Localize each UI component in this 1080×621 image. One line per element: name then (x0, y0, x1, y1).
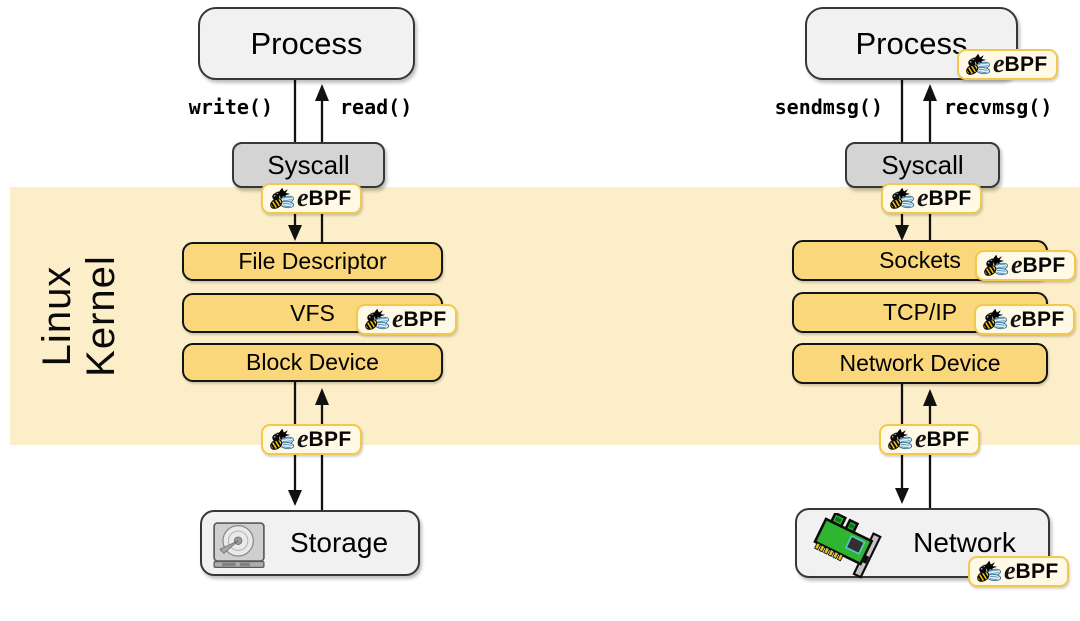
bee-icon (363, 308, 390, 332)
process-box-left: Process (198, 7, 415, 80)
ebpf-e: e (297, 182, 309, 212)
ebpf-bpf: BPF (403, 307, 447, 331)
network-card-icon (805, 513, 893, 579)
bee-icon (268, 187, 295, 211)
process-label-right: Process (855, 25, 968, 61)
ebpf-e: e (1011, 249, 1023, 279)
write-call-label: write() (188, 95, 273, 119)
ebpf-e: e (297, 423, 309, 453)
layer-box-file-descriptor: File Descriptor (182, 242, 443, 281)
ebpf-e: e (917, 182, 929, 212)
layer-box-vfs: VFS (182, 293, 443, 333)
ebpf-e: e (392, 303, 404, 333)
ebpf-bpf: BPF (1021, 307, 1065, 331)
ebpf-e: e (1004, 555, 1016, 585)
ebpf-bpf: BPF (308, 427, 352, 451)
layer-label: Sockets (879, 247, 961, 273)
right-user-arrows (900, 80, 937, 142)
layer-box-network-device: Network Device (792, 343, 1048, 384)
ebpf-bpf: BPF (928, 186, 972, 210)
recvmsg-call-label: recvmsg() (944, 95, 1053, 119)
layer-label: File Descriptor (238, 248, 387, 274)
ebpf-bpf: BPF (1015, 559, 1059, 583)
syscall-box-left: Syscall (232, 142, 385, 188)
syscall-label-right: Syscall (881, 149, 964, 180)
read-call-label: read() (340, 95, 413, 119)
syscall-box-right: Syscall (845, 142, 1000, 188)
hard-drive-icon (212, 519, 266, 571)
network-label: Network (913, 527, 1016, 558)
storage-box: Storage (200, 510, 420, 576)
ebpf-e: e (993, 48, 1005, 78)
ebpf-bpf: BPF (1004, 52, 1048, 76)
layer-label: Block Device (246, 349, 379, 375)
layer-label: Network Device (839, 350, 1001, 376)
layer-box-block-device: Block Device (182, 343, 443, 382)
layer-label: TCP/IP (882, 299, 958, 325)
syscall-label-left: Syscall (267, 149, 350, 180)
process-label-left: Process (250, 25, 363, 61)
bee-icon (975, 560, 1002, 584)
layer-label: VFS (290, 299, 335, 326)
ebpf-bpf: BPF (308, 186, 352, 210)
network-box: Network (795, 508, 1050, 578)
bee-icon (964, 53, 991, 77)
bee-icon (982, 254, 1009, 278)
bee-icon (886, 428, 913, 452)
bee-icon (888, 187, 915, 211)
ebpf-bpf: BPF (1022, 253, 1066, 277)
bee-icon (981, 308, 1008, 332)
bee-icon (268, 428, 295, 452)
sendmsg-call-label: sendmsg() (774, 95, 883, 119)
ebpf-e: e (1010, 303, 1022, 333)
ebpf-e: e (915, 423, 927, 453)
ebpf-bpf: BPF (926, 427, 970, 451)
left-user-arrows (293, 80, 329, 142)
storage-label: Storage (289, 527, 389, 558)
